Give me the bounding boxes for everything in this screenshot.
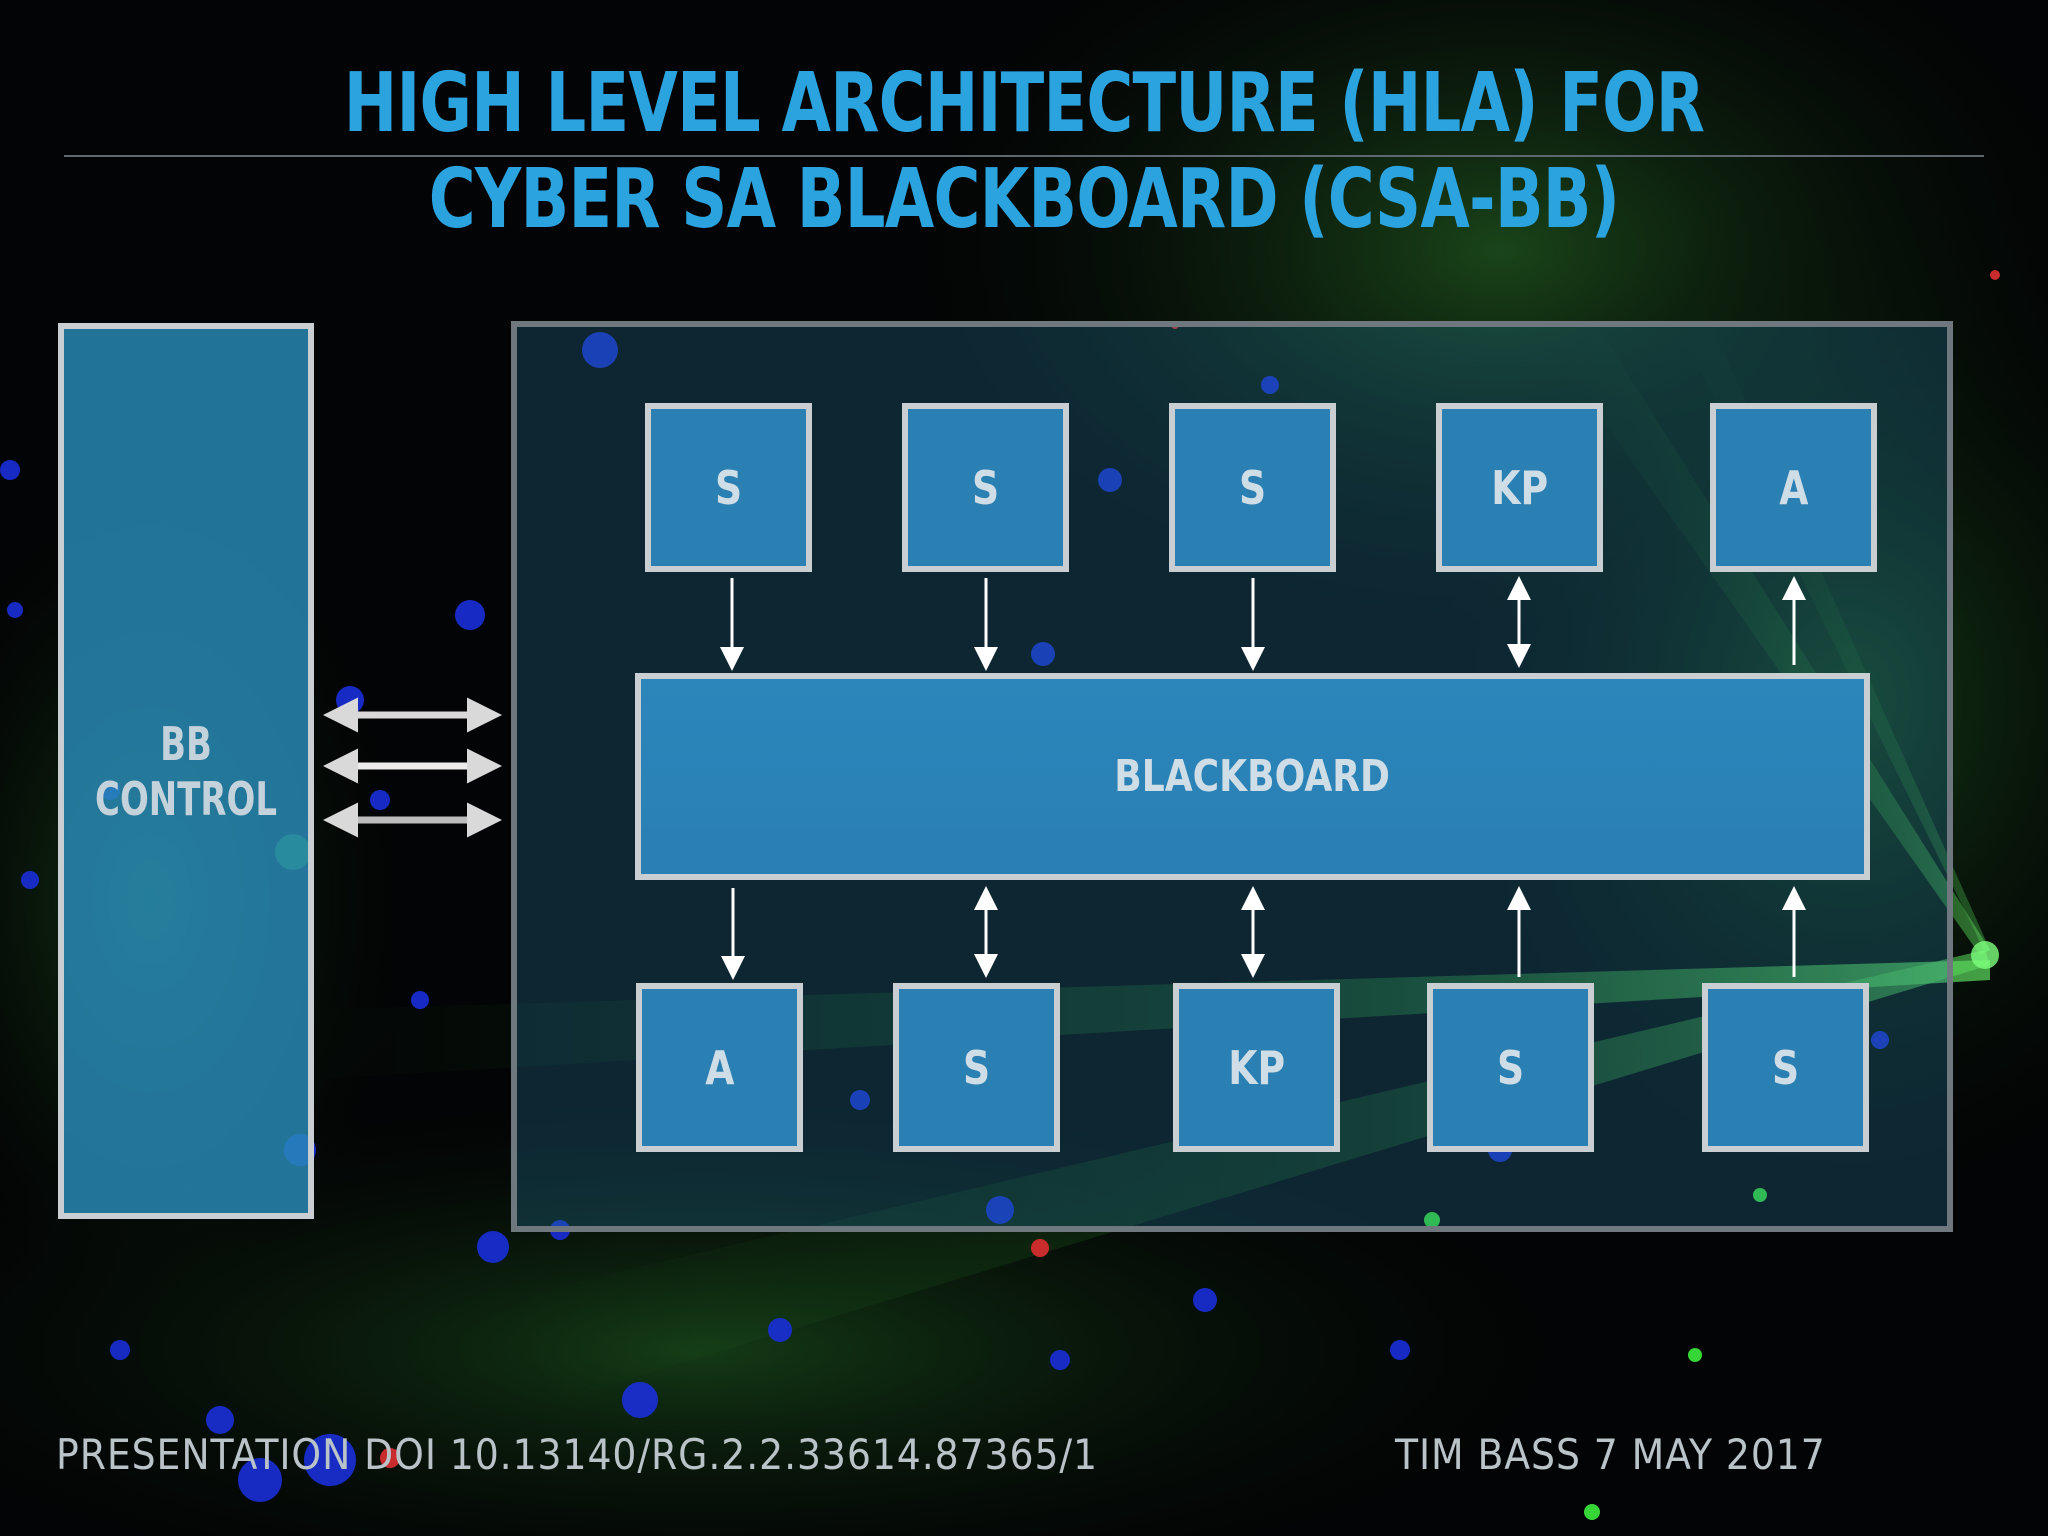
bb-control-label: BB CONTROL — [86, 717, 286, 827]
blackboard-block: BLACKBOARD — [635, 673, 1870, 880]
bottom-box-1: A — [636, 983, 803, 1152]
slide-title-line-1: HIGH LEVEL ARCHITECTURE (HLA) FOR — [343, 56, 1705, 151]
top-box-2-label: S — [971, 460, 1000, 515]
blackboard-label: BLACKBOARD — [1114, 751, 1391, 802]
slide-title-line-2: CYBER SA BLACKBOARD (CSA-BB) — [428, 152, 1620, 247]
top-box-5: A — [1710, 403, 1877, 572]
top-box-4-label: KP — [1491, 460, 1548, 515]
bottom-box-2: S — [893, 983, 1060, 1152]
bb-control-label-line-2: CONTROL — [95, 772, 277, 826]
title-divider — [64, 155, 1984, 157]
bottom-box-3-label: KP — [1228, 1040, 1285, 1095]
author-date: TIM BASS 7 MAY 2017 — [1395, 1430, 1826, 1479]
top-box-4: KP — [1436, 403, 1603, 572]
bottom-box-1-label: A — [704, 1040, 735, 1095]
bottom-box-4-label: S — [1496, 1040, 1525, 1095]
top-box-3: S — [1169, 403, 1336, 572]
bottom-box-5-label: S — [1771, 1040, 1800, 1095]
top-box-2: S — [902, 403, 1069, 572]
bottom-box-5: S — [1702, 983, 1869, 1152]
bottom-box-4: S — [1427, 983, 1594, 1152]
bottom-box-3: KP — [1173, 983, 1340, 1152]
presentation-doi: PRESENTATION DOI 10.13140/RG.2.2.33614.8… — [56, 1430, 1098, 1479]
top-box-1: S — [645, 403, 812, 572]
bb-control-label-line-1: BB — [160, 717, 212, 771]
bb-control-block: BB CONTROL — [58, 323, 314, 1219]
top-box-5-label: A — [1778, 460, 1809, 515]
bottom-box-2-label: S — [962, 1040, 991, 1095]
top-box-1-label: S — [714, 460, 743, 515]
top-box-3-label: S — [1238, 460, 1267, 515]
